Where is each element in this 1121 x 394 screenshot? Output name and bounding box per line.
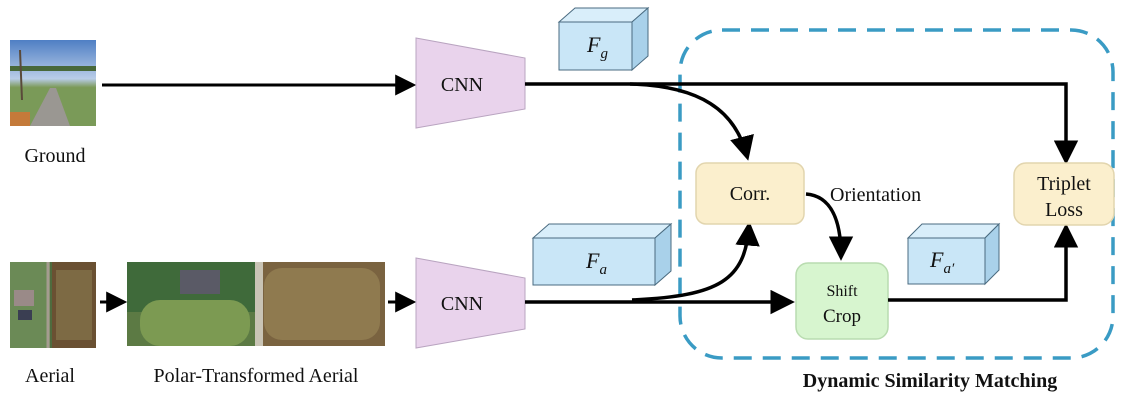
- cnn-top: [415, 37, 526, 129]
- corr-box: [695, 162, 805, 225]
- arrow-shift-to-triplet: [888, 223, 1079, 302]
- shift-crop-label-line1: Shift: [826, 283, 858, 300]
- feature-fa-prime-label: Fa′: [929, 247, 955, 277]
- aerial-image: [10, 262, 96, 348]
- shift-crop-label-line2: Crop: [823, 306, 861, 327]
- triplet-loss-box: [1013, 162, 1115, 226]
- polar-label: Polar-Transformed Aerial: [154, 365, 359, 387]
- triplet-loss-label-line2: Loss: [1045, 199, 1083, 221]
- arrow-fa-to-corr: [631, 221, 760, 302]
- cnn-bottom: [415, 257, 526, 349]
- cnn-bottom-label: CNN: [441, 293, 483, 315]
- orientation-label: Orientation: [830, 184, 921, 206]
- corr-label: Corr.: [730, 183, 771, 205]
- cnn-top-label: CNN: [441, 74, 483, 96]
- arrow-fg-to-corr: [629, 82, 754, 161]
- polar-transformed-image: [127, 262, 385, 346]
- feature-fa-prime-cube: [906, 222, 1001, 286]
- triplet-loss-label-line1: Triplet: [1037, 173, 1091, 195]
- shift-crop-box: [795, 262, 889, 340]
- feature-fa-cube: [531, 222, 673, 287]
- ground-image: [10, 40, 96, 126]
- aerial-label: Aerial: [25, 365, 75, 387]
- feature-fg-label: Fg: [586, 32, 608, 62]
- arrow-fg-to-triplet: [525, 82, 1079, 165]
- feature-fa-label: Fa: [585, 248, 607, 278]
- ground-label: Ground: [24, 145, 85, 167]
- arrow-orientation: [805, 192, 854, 261]
- feature-fg-cube: [557, 6, 650, 72]
- matching-title: Dynamic Similarity Matching: [803, 370, 1057, 392]
